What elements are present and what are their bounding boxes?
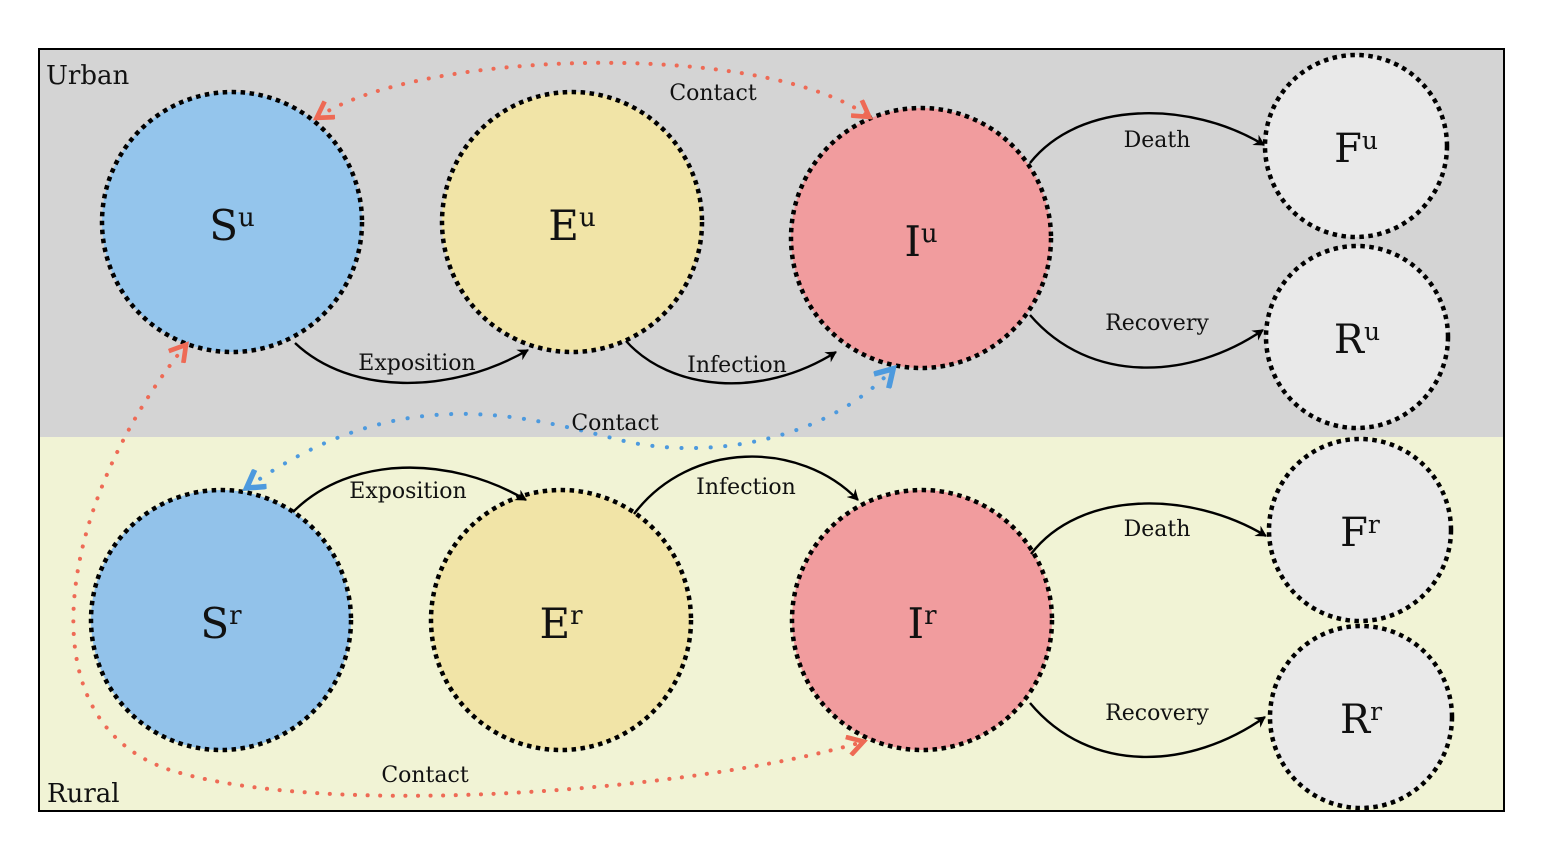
node-circle-iu: [788, 105, 1054, 371]
edge-label-ir-rr: Recovery: [1105, 701, 1209, 726]
node-circle-su: [99, 89, 365, 355]
node-circle-fu: [1262, 52, 1450, 240]
node-label-rr: Rr: [1340, 697, 1382, 743]
node-eu: Eu: [439, 89, 705, 355]
node-circle-ru: [1263, 243, 1451, 431]
edge-ir-fr: [1030, 502, 1267, 555]
edge-label-iu-fu: Death: [1124, 128, 1191, 153]
edge-ir-rr: [1029, 702, 1266, 759]
edge-label-iu-ru: Recovery: [1105, 311, 1209, 336]
node-label-fu: Fu: [1334, 126, 1378, 172]
edge-label-su-iu: Contact: [669, 81, 757, 106]
node-label-eu: Eu: [548, 201, 595, 250]
urban-label: Urban: [46, 61, 129, 91]
contact-edges: Contact Contact Contact: [71, 60, 892, 798]
node-iu: Iu: [788, 105, 1054, 371]
node-rr: Rr: [1267, 623, 1455, 811]
node-er: Er: [428, 487, 694, 753]
node-fr: Fr: [1266, 436, 1454, 624]
edge-label-su-eu: Exposition: [358, 351, 475, 376]
node-ir: Ir: [789, 487, 1055, 753]
rural-label: Rural: [47, 779, 120, 809]
node-circle-eu: [439, 89, 705, 355]
node-ru: Ru: [1263, 243, 1451, 431]
node-label-fr: Fr: [1340, 510, 1380, 556]
node-label-su: Su: [209, 201, 255, 250]
node-su: Su: [99, 89, 365, 355]
node-fu: Fu: [1262, 52, 1450, 240]
edge-label-su-ir: Contact: [381, 763, 469, 788]
edge-label-ir-fr: Death: [1124, 517, 1191, 542]
node-circle-rr: [1267, 623, 1455, 811]
edge-iu-ru: [1029, 314, 1264, 369]
diagram-border: [38, 48, 1505, 812]
edge-label-er-ir: Infection: [696, 475, 796, 500]
node-circle-fr: [1266, 436, 1454, 624]
edge-label-sr-er: Exposition: [349, 479, 466, 504]
edge-iu-fu: [1029, 112, 1265, 164]
edge-label-sr-iu: Contact: [571, 411, 659, 436]
node-label-ir: Ir: [907, 599, 937, 648]
node-sr: Sr: [88, 487, 354, 753]
edge-label-eu-iu: Infection: [687, 353, 787, 378]
node-label-iu: Iu: [904, 217, 937, 266]
node-label-ru: Ru: [1334, 317, 1380, 363]
